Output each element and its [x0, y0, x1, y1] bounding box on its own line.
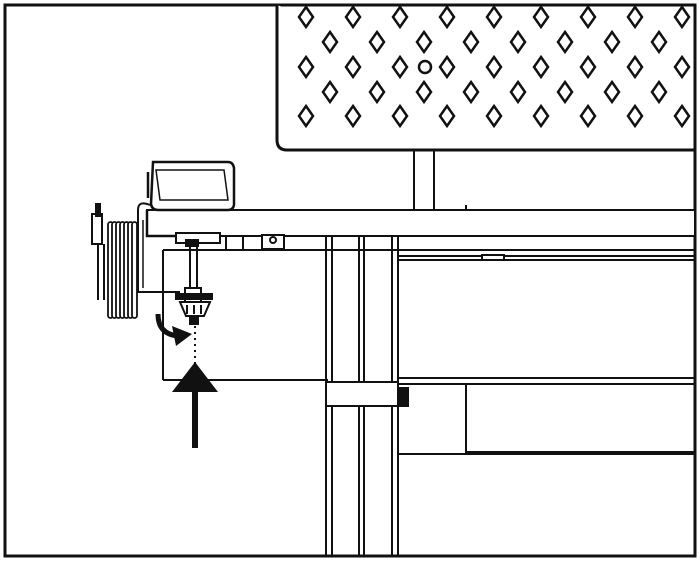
hose-coil: [131, 221, 138, 319]
frame-rail: [146, 209, 696, 261]
diamond-hole: [485, 54, 503, 80]
diamond-hole: [532, 103, 550, 129]
diamond-hole: [626, 54, 644, 80]
diamond-holes: [297, 4, 691, 129]
diamond-hole: [415, 79, 433, 105]
diamond-hole: [462, 29, 480, 55]
diamond-hole: [321, 79, 339, 105]
diamond-hole: [556, 29, 574, 55]
diamond-hole: [603, 29, 621, 55]
diamond-hole: [438, 54, 456, 80]
rotate-arrow-icon: [155, 313, 192, 346]
hose-reel: [91, 203, 138, 319]
diamond-hole: [297, 103, 315, 129]
diamond-hole: [626, 103, 644, 129]
diamond-hole: [391, 54, 409, 80]
diamond-hole: [603, 79, 621, 105]
diamond-hole: [579, 103, 597, 129]
diamond-hole: [485, 103, 503, 129]
diamond-hole: [579, 54, 597, 80]
diamond-hole: [556, 79, 574, 105]
diamond-hole: [344, 103, 362, 129]
diamond-hole: [532, 54, 550, 80]
vertical-post: [325, 236, 399, 556]
diamond-hole: [297, 4, 315, 30]
diamond-hole: [673, 103, 691, 129]
diamond-hole: [462, 79, 480, 105]
lower-frame: [162, 250, 695, 455]
perforated-panel: [275, 4, 695, 152]
diamond-hole: [438, 4, 456, 30]
rail-tabs: [175, 232, 505, 261]
push-up-arrow-icon: [172, 362, 218, 448]
mounting-bracket: [137, 160, 236, 293]
diamond-hole: [579, 4, 597, 30]
diamond-hole: [673, 54, 691, 80]
outer-border: [3, 3, 697, 558]
diamond-hole: [509, 29, 527, 55]
diamond-hole: [368, 79, 386, 105]
diamond-hole: [297, 54, 315, 80]
diamond-hole: [321, 29, 339, 55]
diamond-hole: [391, 4, 409, 30]
diamond-hole: [391, 103, 409, 129]
diamond-hole: [532, 4, 550, 30]
diamond-hole: [344, 4, 362, 30]
diamond-hole: [415, 29, 433, 55]
diamond-hole: [626, 4, 644, 30]
diamond-hole: [650, 29, 668, 55]
diamond-hole: [509, 79, 527, 105]
diamond-hole: [485, 4, 503, 30]
center-hole: [417, 59, 433, 75]
diamond-hole: [438, 103, 456, 129]
leveling-foot: [175, 239, 213, 325]
diamond-hole: [650, 79, 668, 105]
diamond-hole: [673, 4, 691, 30]
diamond-hole: [368, 29, 386, 55]
diamond-hole: [344, 54, 362, 80]
vertical-post-upper: [413, 150, 467, 212]
